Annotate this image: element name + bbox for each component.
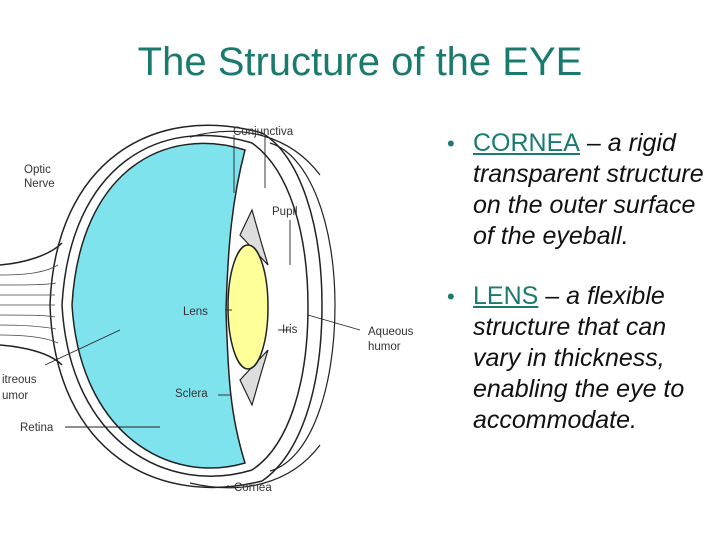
cornea-shape (261, 132, 323, 482)
vitreous-body (71, 142, 246, 469)
label-aqueous-1: Aqueous (368, 326, 414, 338)
description-lens: – a flexible structure that can vary in … (473, 282, 685, 434)
lens-shape (227, 244, 269, 370)
conjunctiva-shape (269, 142, 336, 472)
bullet-marker: • (447, 284, 455, 309)
term-lens: LENS (473, 282, 539, 310)
label-iris: Iris (282, 324, 298, 336)
retina-layer (61, 134, 253, 477)
description-cornea: – a rigid transparent structure on the o… (473, 129, 704, 250)
label-optic-nerve-2: Nerve (24, 178, 55, 190)
eye-diagram: Conjunctiva Optic Nerve Pupil Lens Iris … (0, 124, 414, 494)
label-pupil: Pupil (272, 206, 298, 218)
slide-title: The Structure of the EYE (137, 40, 583, 84)
label-lens: Lens (183, 306, 208, 318)
bullet-lens: • LENS – a flexible structure that can va… (447, 281, 717, 436)
optic-nerve (0, 242, 63, 366)
bullet-list: • CORNEA – a rigid transparent structure … (447, 128, 717, 465)
label-vitreous-1: itreous (2, 374, 37, 386)
term-cornea: CORNEA (473, 129, 580, 157)
bullet-cornea: • CORNEA – a rigid transparent structure … (447, 128, 717, 252)
label-conjunctiva: Conjunctiva (233, 126, 294, 138)
bullet-marker: • (447, 131, 455, 156)
label-optic-nerve-1: Optic (24, 164, 51, 176)
label-aqueous-2: humor (368, 341, 401, 353)
label-cornea: Cornea (234, 482, 272, 494)
label-retina: Retina (20, 422, 54, 434)
label-sclera: Sclera (175, 388, 208, 400)
label-vitreous-2: umor (2, 390, 28, 402)
